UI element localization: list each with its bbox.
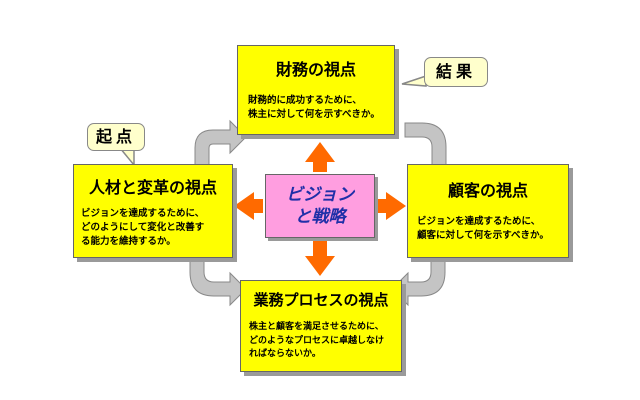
process-desc-line-1: 株主と顧客を満足させるために、	[249, 322, 384, 332]
customer-desc-line-2: 顧客に対して何を示すべきか。	[417, 230, 549, 241]
learning-desc-line-2: どのようにして変化と改善す	[81, 222, 205, 233]
process-desc-line-2: どのようなプロセスに卓越しなけ	[249, 335, 385, 346]
orange-arrow-left	[234, 192, 263, 220]
gray-arrow-start-to-financial	[194, 119, 247, 166]
financial-desc-line-1: 財務的に成功するために、	[248, 95, 362, 106]
start-bubble: 起点	[87, 123, 145, 151]
learning-desc-line-1: ビジョンを達成するために、	[81, 208, 205, 219]
customer-perspective-box: 顧客の視点 ビジョンを達成するために、 顧客に対して何を示すべきか。	[407, 164, 569, 258]
customer-perspective-title: 顧客の視点	[447, 181, 528, 200]
vision-strategy-line-2: と戦略	[294, 207, 346, 227]
customer-perspective-desc: ビジョンを達成するために、 顧客に対して何を示すべきか。	[417, 215, 549, 243]
learning-perspective-desc: ビジョンを達成するために、 どのようにして変化と改善す る能力を維持するか。	[81, 207, 204, 249]
financial-perspective-title: 財務の視点	[275, 60, 356, 79]
result-bubble-tail	[401, 74, 427, 87]
financial-perspective-box: 財務の視点 財務的に成功するために、 株主に対して何を示すべきか。	[237, 45, 395, 135]
process-perspective-title: 業務プロセスの視点	[253, 291, 389, 309]
vision-strategy-box: ビジョン と戦略	[265, 174, 375, 238]
gray-arrow-learning-to-process	[189, 257, 247, 307]
process-perspective-desc: 株主と顧客を満足させるために、 どのようなプロセスに卓越しなけ ればならないか。	[249, 321, 384, 362]
learning-perspective-title: 人材と変革の視点	[88, 178, 217, 197]
process-perspective-box: 業務プロセスの視点 株主と顧客を満足させるために、 どのようなプロセスに卓越しな…	[240, 280, 402, 372]
learning-perspective-box: 人材と変革の視点 ビジョンを達成するために、 どのようにして変化と改善す る能力…	[73, 164, 233, 258]
learning-desc-line-3: る能力を維持するか。	[81, 236, 176, 247]
process-desc-line-3: ればならないか。	[249, 349, 321, 359]
vision-strategy-line-1: ビジョン	[286, 185, 354, 205]
result-bubble: 結果	[424, 57, 488, 87]
financial-perspective-desc: 財務的に成功するために、 株主に対して何を示すべきか。	[248, 94, 380, 122]
customer-desc-line-1: ビジョンを達成するために、	[417, 216, 541, 227]
orange-arrow-right	[377, 192, 406, 220]
orange-arrow-down	[305, 240, 335, 276]
financial-desc-line-2: 株主に対して何を示すべきか。	[248, 109, 380, 120]
orange-arrow-up	[305, 142, 335, 172]
